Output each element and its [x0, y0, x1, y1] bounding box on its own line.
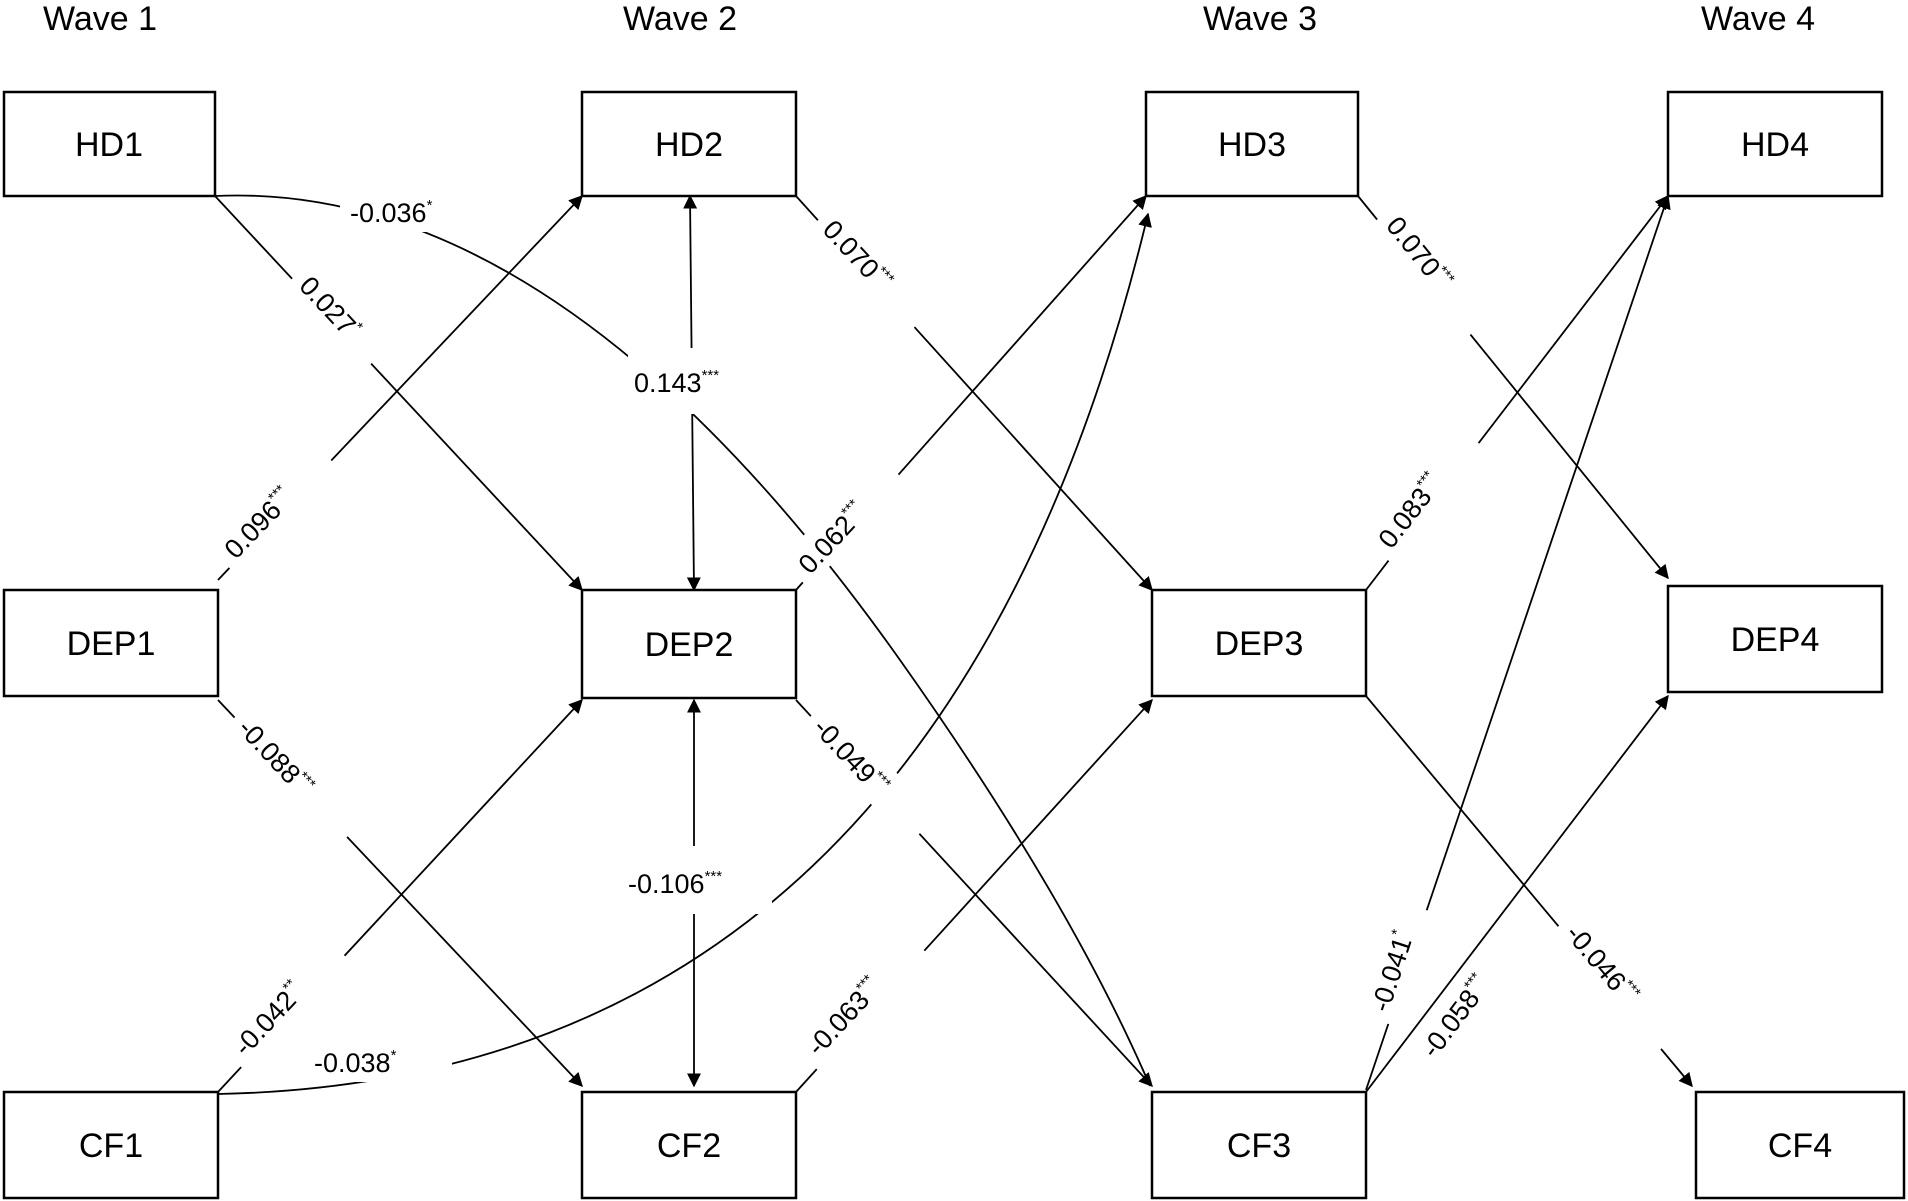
node-dep2: DEP2 [580, 588, 798, 700]
coef-cf2-dep3: -0.063*** [788, 925, 927, 1071]
wave-4-label: Wave 4 [1701, 0, 1815, 38]
path-cf3-dep4 [1365, 694, 1669, 1093]
svg-text:-0.106***: -0.106*** [628, 868, 722, 899]
node-cf4: CF4 [1694, 1090, 1906, 1200]
path-hd1-dep2 [214, 195, 583, 592]
node-cf1-label: CF1 [79, 1127, 143, 1165]
node-dep3: DEP3 [1150, 588, 1368, 698]
coef-hd2-dep3: 0.070*** [808, 201, 937, 335]
node-hd2: HD2 [580, 90, 798, 198]
node-hd1: HD1 [2, 90, 217, 198]
svg-text:0.143***: 0.143*** [634, 367, 719, 398]
coef-hd1-dep2: 0.027* [285, 257, 394, 370]
coef-hd3-dep4: 0.070*** [1372, 198, 1497, 339]
node-hd3: HD3 [1144, 90, 1360, 198]
node-cf3-label: CF3 [1227, 1127, 1291, 1165]
coef-value: 0.143 [634, 368, 702, 398]
node-hd1-label: HD1 [75, 126, 143, 164]
coef-value: -0.036 [350, 198, 427, 228]
coef-dep2-cf2: -0.106*** [622, 846, 772, 914]
wave-1-label: Wave 1 [43, 0, 157, 38]
coef-cf1-hd3: -0.038* [304, 1042, 452, 1082]
coef-dep2-cf3: -0.049*** [799, 699, 938, 845]
coef-sig: *** [702, 367, 720, 384]
node-cf2: CF2 [580, 1090, 798, 1200]
node-cf1: CF1 [2, 1090, 220, 1200]
coef-cf3-dep4: -0.058*** [1403, 920, 1532, 1073]
coef-hd2-dep2: 0.143*** [628, 348, 768, 414]
coef-sig: * [427, 197, 433, 214]
node-hd4-label: HD4 [1741, 126, 1809, 164]
coef-sig: * [391, 1047, 397, 1064]
coef-dep1-hd2: 0.096*** [205, 438, 338, 573]
node-dep4-label: DEP4 [1731, 621, 1820, 659]
node-cf4-label: CF4 [1768, 1127, 1832, 1165]
node-hd2-label: HD2 [655, 126, 723, 164]
coef-cf3-hd4: -0.041* [1354, 898, 1430, 1026]
node-dep1-label: DEP1 [67, 625, 156, 663]
node-cf2-label: CF2 [657, 1127, 721, 1165]
node-dep2-label: DEP2 [645, 626, 734, 664]
coef-sig: * [1388, 927, 1406, 938]
svg-text:-0.036*: -0.036* [350, 197, 433, 228]
svg-text:-0.038*: -0.038* [314, 1047, 397, 1078]
coef-dep1-cf2: -0.088*** [223, 700, 365, 848]
node-dep3-label: DEP3 [1215, 625, 1304, 663]
node-hd3-label: HD3 [1218, 126, 1286, 164]
wave-2-label: Wave 2 [623, 0, 737, 38]
coef-dep2-hd3: 0.062*** [779, 455, 908, 589]
node-hd4: HD4 [1666, 90, 1884, 198]
coef-value: -0.106 [628, 869, 705, 899]
coef-hd1-cf3: -0.036* [340, 192, 458, 232]
coef-sig: *** [705, 868, 723, 885]
wave-3-label: Wave 3 [1203, 0, 1317, 38]
coef-value: -0.038 [314, 1048, 391, 1078]
node-cf3: CF3 [1150, 1090, 1368, 1200]
node-dep1: DEP1 [2, 588, 220, 698]
coef-dep3-hd4: 0.083*** [1359, 421, 1483, 563]
coef-dep3-cf4: -0.046*** [1551, 906, 1686, 1055]
node-dep4: DEP4 [1666, 584, 1884, 694]
